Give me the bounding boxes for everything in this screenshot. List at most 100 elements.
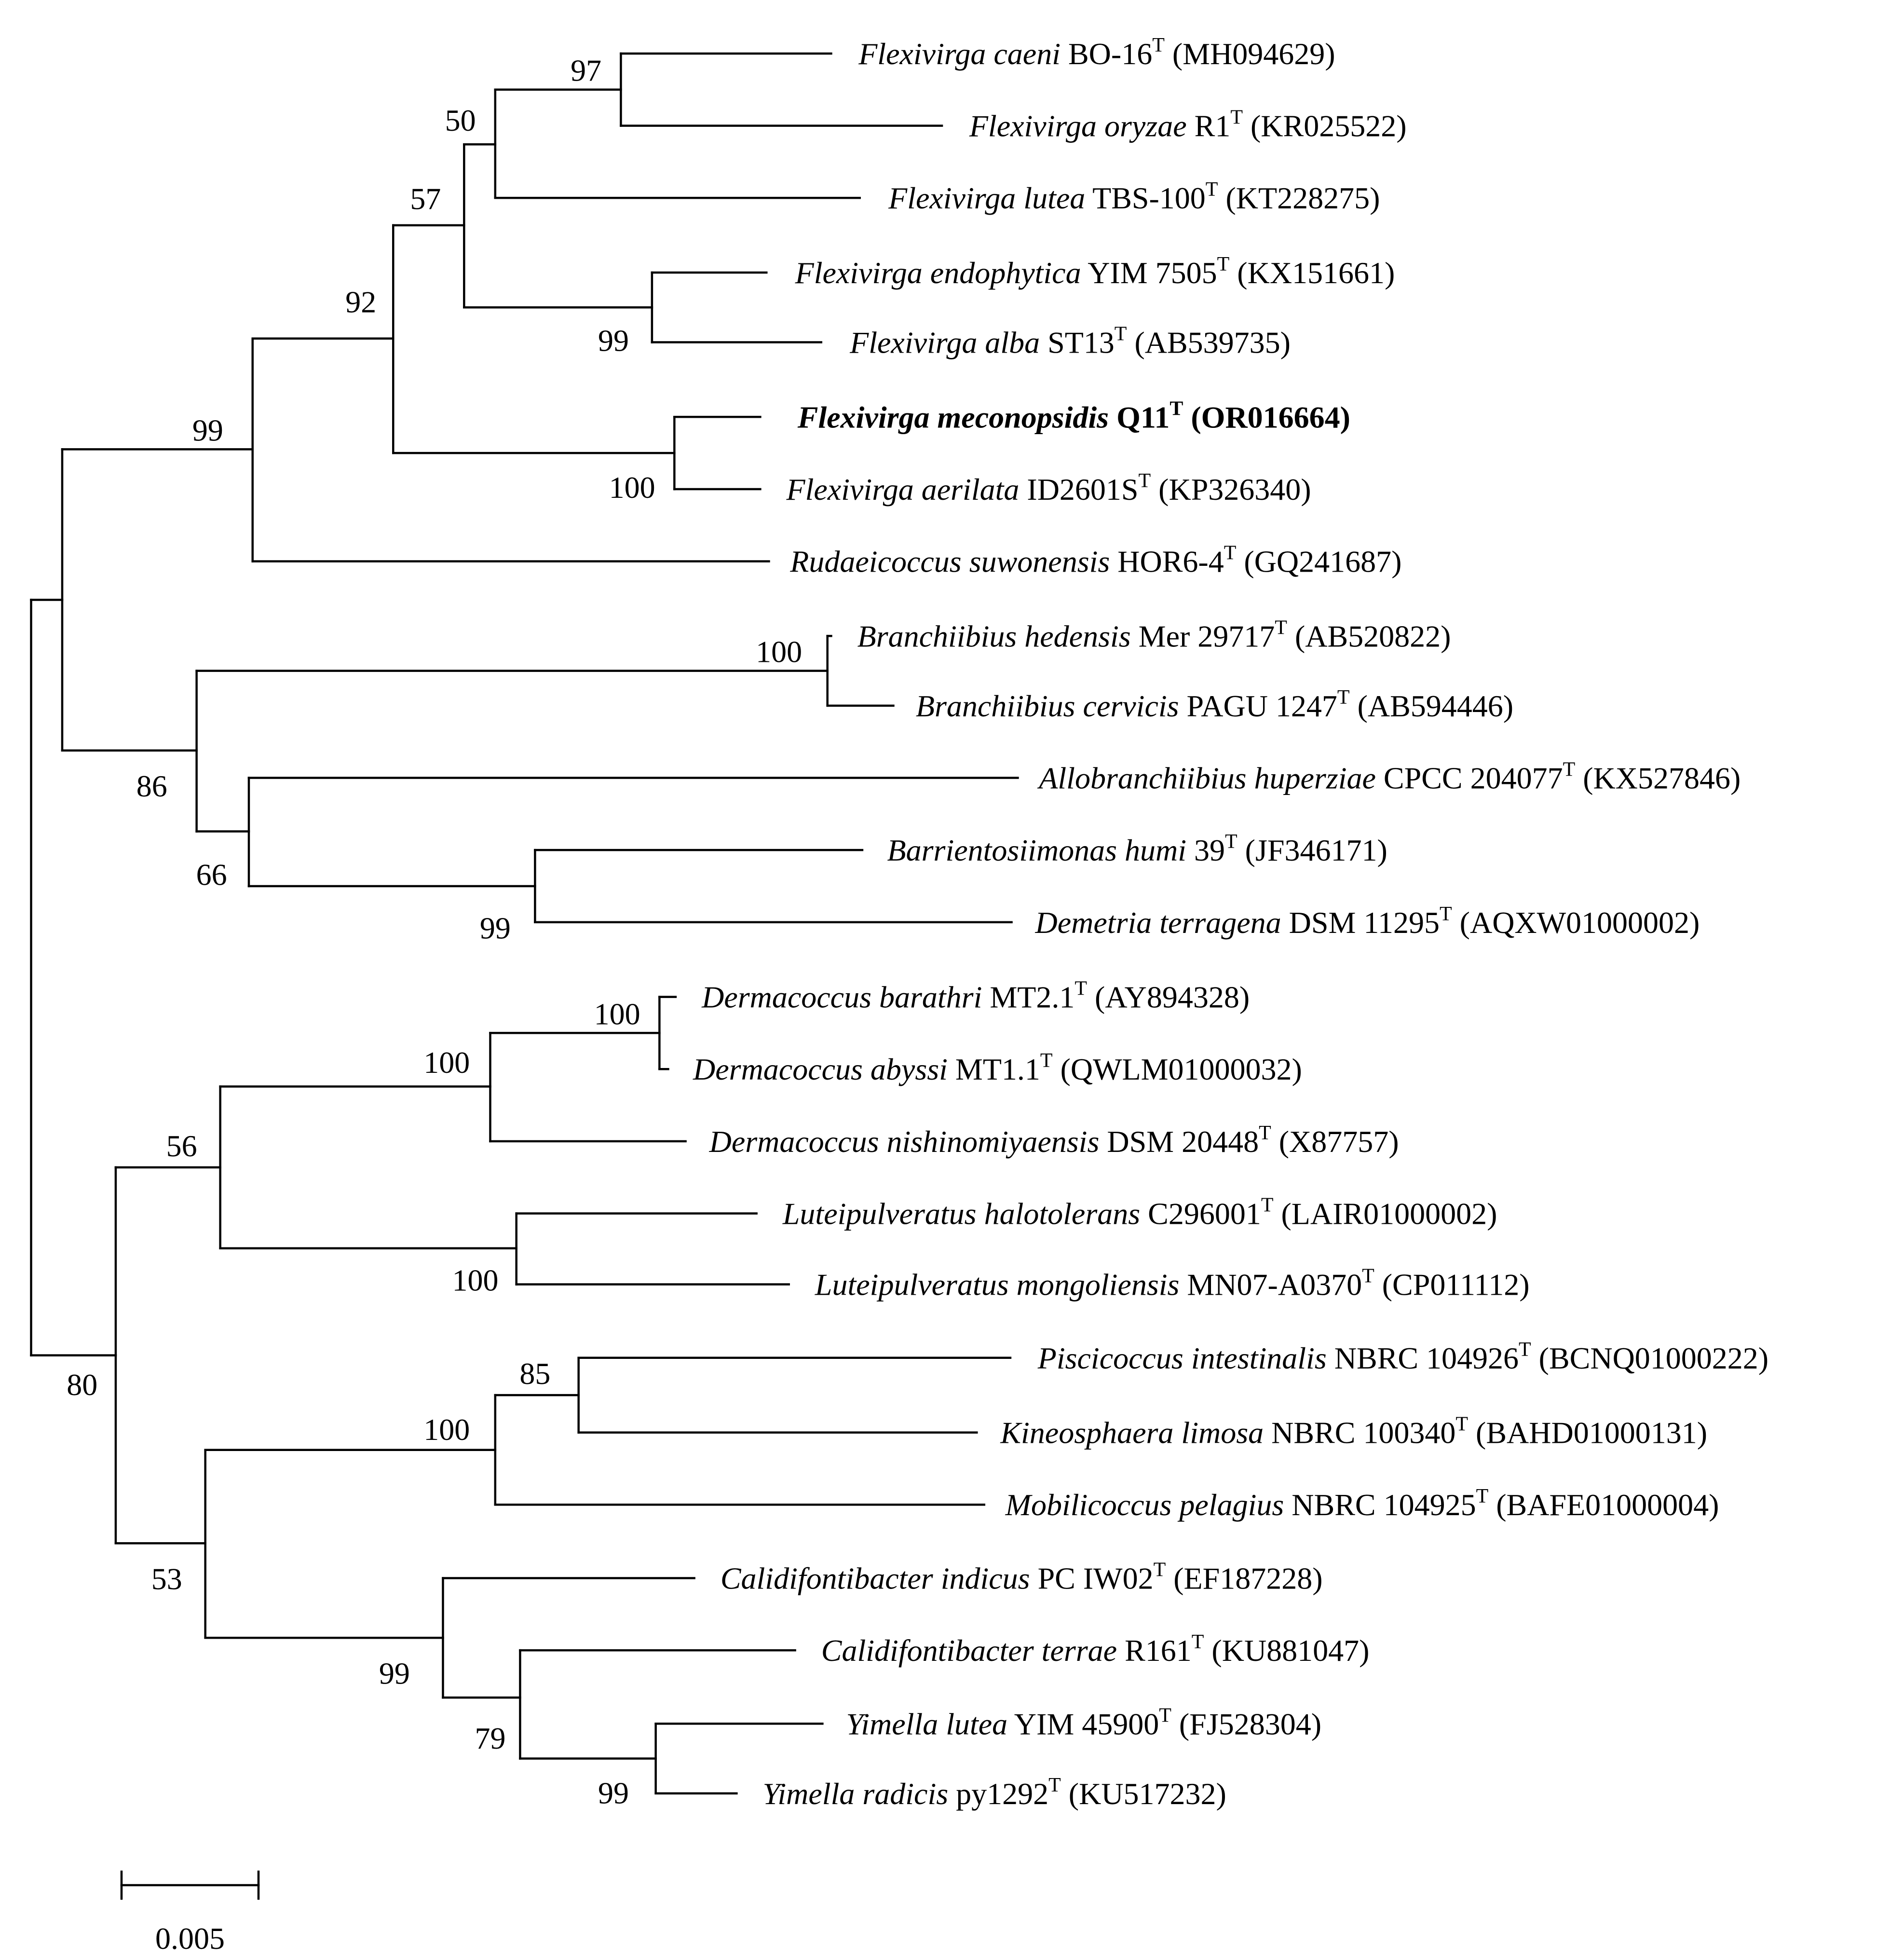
- taxon-accession: (OR016664): [1183, 400, 1350, 434]
- taxon-label: Flexivirga aerilata ID2601ST (KP326340): [786, 470, 1311, 507]
- taxon-strain: TBS-100: [1085, 181, 1206, 215]
- taxon-strain: NBRC 100340: [1264, 1416, 1455, 1450]
- bootstrap-value: 99: [598, 1776, 629, 1810]
- taxon-accession: (BCNQ01000222): [1531, 1341, 1768, 1375]
- taxon-species-name: Flexivirga endophytica: [795, 256, 1081, 290]
- taxon-accession: (BAHD01000131): [1468, 1416, 1707, 1450]
- taxon-label: Barrientosiimonas humi 39T (JF346171): [887, 831, 1387, 867]
- taxon-accession: (X87757): [1271, 1124, 1399, 1159]
- type-strain-superscript: T: [1275, 616, 1287, 639]
- bootstrap-values: 9750579299100991008666991001005610085100…: [67, 54, 802, 1810]
- taxon-label: Luteipulveratus halotolerans C296001T (L…: [782, 1194, 1497, 1231]
- bootstrap-value: 100: [423, 1412, 470, 1447]
- bootstrap-value: 100: [609, 470, 655, 505]
- type-strain-superscript: T: [1440, 903, 1452, 925]
- type-strain-superscript: T: [1154, 1559, 1166, 1581]
- type-strain-superscript: T: [1074, 978, 1087, 1000]
- taxon-accession: (FJ528304): [1171, 1707, 1321, 1741]
- taxon-strain: MN07-A0370: [1179, 1268, 1362, 1302]
- taxon-accession: (KU881047): [1204, 1633, 1369, 1668]
- type-strain-superscript: T: [1206, 178, 1218, 201]
- type-strain-superscript: T: [1152, 34, 1165, 56]
- taxon-species-name: Luteipulveratus mongoliensis: [815, 1268, 1180, 1302]
- taxon-species-name: Calidifontibacter indicus: [721, 1561, 1030, 1595]
- bootstrap-value: 99: [379, 1657, 410, 1691]
- taxon-label: Yimella lutea YIM 45900T (FJ528304): [846, 1704, 1321, 1741]
- taxon-strain: Mer 29717: [1131, 619, 1275, 653]
- bootstrap-value: 53: [151, 1562, 182, 1596]
- bootstrap-value: 92: [345, 285, 376, 319]
- taxon-species-name: Yimella radicis: [763, 1777, 949, 1811]
- taxon-species-name: Calidifontibacter terrae: [821, 1633, 1117, 1668]
- taxon-strain: HOR6-4: [1110, 545, 1224, 579]
- type-strain-superscript: T: [1225, 831, 1238, 853]
- bootstrap-value: 85: [519, 1356, 550, 1391]
- type-strain-superscript: T: [1115, 323, 1127, 345]
- taxon-species-name: Branchiibius cervicis: [916, 689, 1179, 723]
- taxon-species-name: Rudaeicoccus suwonensis: [789, 545, 1110, 579]
- scale-bar: 0.005: [120, 1870, 260, 1956]
- taxon-label: Mobilicoccus pelagius NBRC 104925T (BAFE…: [1005, 1485, 1719, 1522]
- taxon-species-name: Branchiibius hedensis: [857, 619, 1131, 653]
- taxon-strain: ST13: [1040, 326, 1115, 360]
- taxon-accession: (GQ241687): [1236, 545, 1401, 579]
- type-strain-superscript: T: [1519, 1339, 1531, 1361]
- taxon-accession: (AB520822): [1287, 619, 1451, 653]
- taxon-strain: PAGU 1247: [1179, 689, 1337, 723]
- taxon-accession: (AY894328): [1087, 980, 1250, 1014]
- taxon-species-name: Flexivirga aerilata: [786, 472, 1020, 507]
- taxon-accession: (MH094629): [1165, 37, 1335, 71]
- taxon-species-name: Luteipulveratus halotolerans: [782, 1197, 1140, 1231]
- taxon-strain: C296001: [1140, 1197, 1261, 1231]
- taxon-strain: Q11: [1109, 400, 1170, 434]
- taxon-strain: YIM 7505: [1081, 256, 1217, 290]
- taxon-accession: (KR025522): [1243, 109, 1407, 143]
- taxon-strain: ID2601S: [1019, 472, 1138, 507]
- bootstrap-value: 57: [410, 181, 441, 216]
- type-strain-superscript: T: [1455, 1413, 1468, 1436]
- taxon-strain: R1: [1187, 109, 1231, 143]
- taxon-strain: py1292: [948, 1777, 1048, 1811]
- taxon-strain: 39: [1186, 833, 1225, 867]
- taxon-species-name: Allobranchiibius huperziae: [1037, 761, 1376, 795]
- bootstrap-value: 86: [136, 769, 167, 803]
- taxon-accession: (AQXW01000002): [1452, 905, 1700, 940]
- taxon-species-name: Flexivirga alba: [849, 326, 1040, 360]
- taxon-accession: (KX527846): [1575, 761, 1741, 795]
- taxon-label: Calidifontibacter terrae R161T (KU881047…: [821, 1631, 1370, 1668]
- bootstrap-value: 100: [594, 997, 640, 1031]
- type-strain-superscript: T: [1224, 542, 1237, 564]
- taxon-strain: NBRC 104926: [1327, 1341, 1519, 1375]
- taxon-label: Demetria terragena DSM 11295T (AQXW01000…: [1035, 903, 1700, 940]
- taxon-label: Rudaeicoccus suwonensis HOR6-4T (GQ24168…: [789, 542, 1401, 579]
- bootstrap-value: 50: [445, 103, 476, 137]
- type-strain-superscript: T: [1337, 686, 1350, 709]
- taxon-strain: R161: [1117, 1633, 1192, 1668]
- type-strain-superscript: T: [1139, 470, 1151, 492]
- taxon-strain: PC IW02: [1030, 1561, 1154, 1595]
- type-strain-superscript: T: [1048, 1774, 1061, 1796]
- taxon-strain: MT2.1: [982, 980, 1074, 1014]
- type-strain-superscript: T: [1217, 253, 1230, 275]
- taxon-strain: YIM 45900: [1007, 1707, 1159, 1741]
- taxon-label: Luteipulveratus mongoliensis MN07-A0370T…: [815, 1265, 1530, 1302]
- taxon-strain: CPCC 204077: [1376, 761, 1563, 795]
- taxon-accession: (KX151661): [1229, 256, 1395, 290]
- taxon-species-name: Flexivirga oryzae: [969, 109, 1187, 143]
- scale-bar-label: 0.005: [155, 1921, 225, 1956]
- taxon-species-name: Flexivirga meconopsidis: [797, 400, 1109, 434]
- taxon-label: Allobranchiibius huperziae CPCC 204077T …: [1037, 759, 1741, 795]
- taxon-strain: MT1.1: [948, 1052, 1040, 1086]
- taxon-species-name: Demetria terragena: [1035, 905, 1281, 940]
- taxon-accession: (JF346171): [1238, 833, 1387, 867]
- taxon-species-name: Flexivirga lutea: [888, 181, 1085, 215]
- taxon-accession: (AB539735): [1127, 326, 1291, 360]
- taxon-strain: DSM 11295: [1281, 905, 1440, 940]
- bootstrap-value: 99: [192, 413, 223, 447]
- taxon-label: Flexivirga caeni BO-16T (MH094629): [858, 34, 1335, 71]
- type-strain-superscript: T: [1259, 1122, 1271, 1144]
- type-strain-superscript: T: [1362, 1265, 1374, 1287]
- taxon-label: Piscicoccus intestinalis NBRC 104926T (B…: [1037, 1339, 1768, 1375]
- taxon-label: Branchiibius cervicis PAGU 1247T (AB5944…: [916, 686, 1513, 723]
